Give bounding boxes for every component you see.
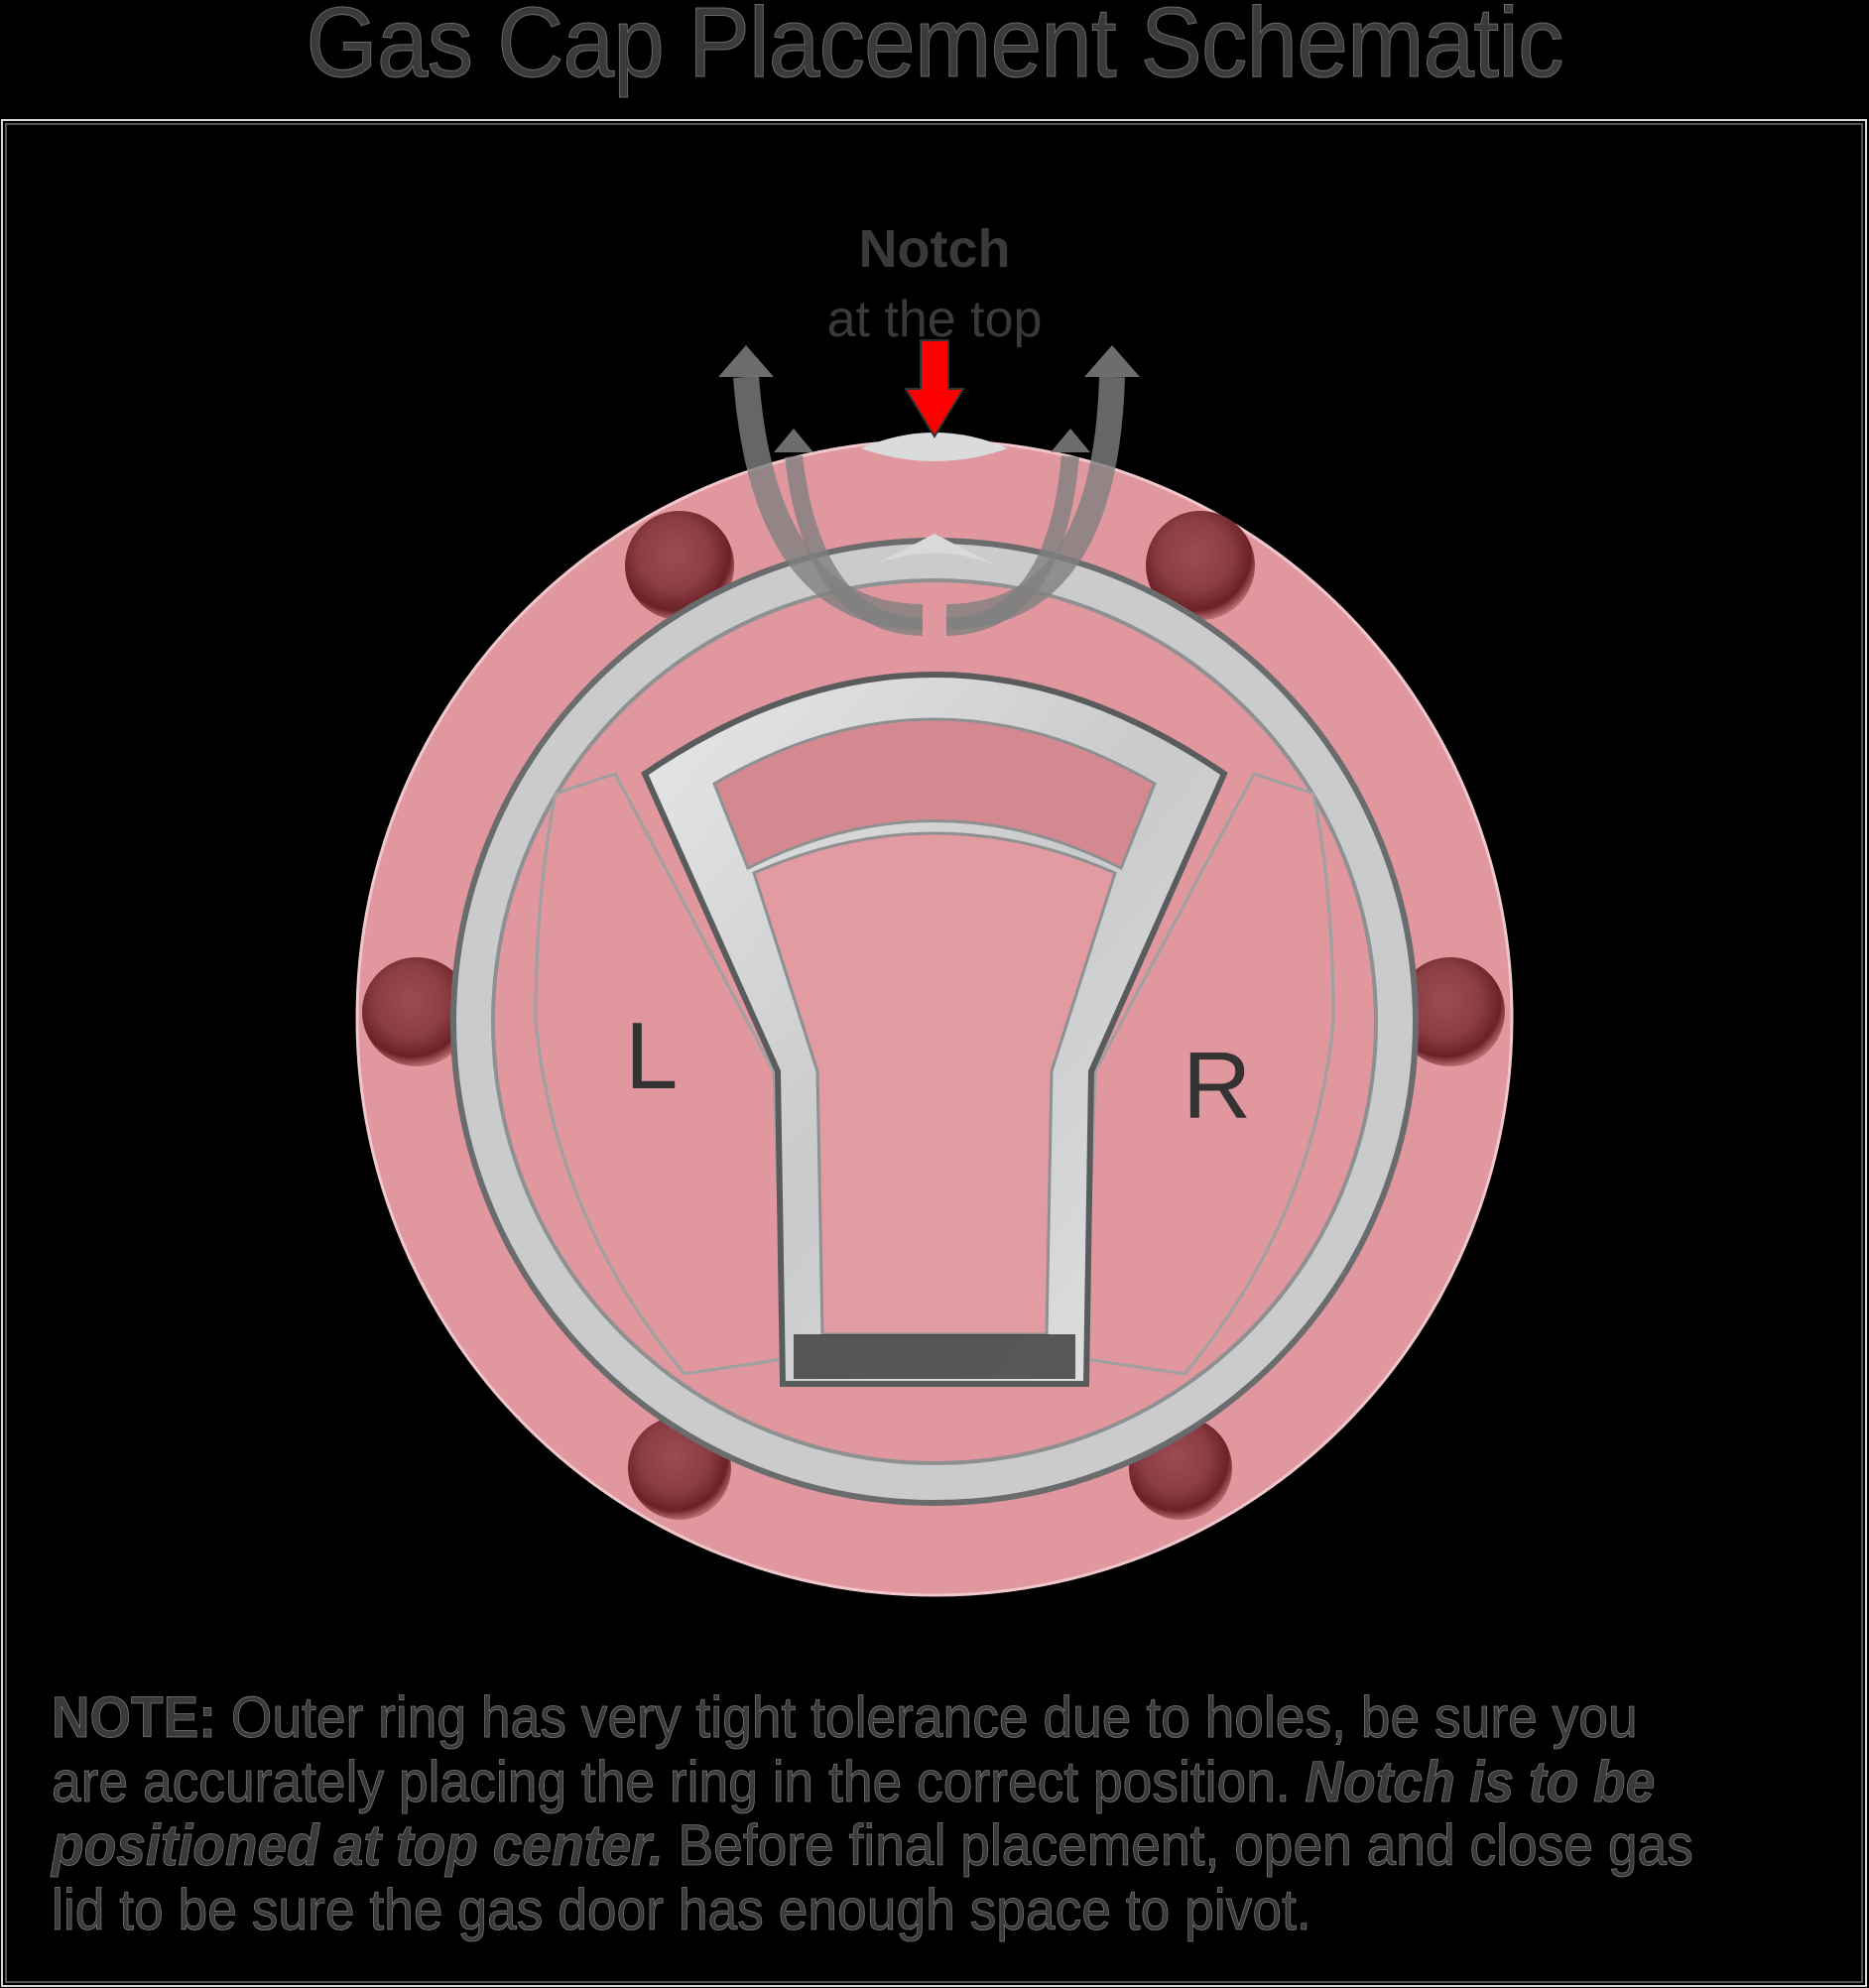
diagram-title: Gas Cap Placement Schematic — [306, 0, 1564, 99]
notch-sublabel: at the top — [826, 291, 1043, 348]
inner-windows — [534, 772, 1335, 1376]
notch — [861, 433, 1008, 461]
notch-indicator-arrow — [904, 339, 965, 438]
notch-label: Notch — [858, 219, 1011, 279]
right-side-label: R — [1183, 1033, 1252, 1139]
rotation-arrowheads — [718, 345, 1140, 452]
diagram-frame — [1, 119, 1867, 1987]
note-prefix: NOTE: — [52, 1685, 217, 1750]
note-emphasis: Notch is to be positioned at top center. — [52, 1749, 1656, 1878]
left-side-label: L — [625, 1003, 679, 1109]
inner-metal-ring — [450, 534, 1419, 1506]
note-text-1: Outer ring has very tight tolerance due … — [52, 1685, 1638, 1814]
note-text-2: Before final placement, open and close g… — [52, 1813, 1694, 1942]
central-handle — [641, 672, 1228, 1387]
placement-note: NOTE: Outer ring has very tight toleranc… — [52, 1685, 1694, 1942]
rotation-arrows — [733, 376, 1125, 636]
